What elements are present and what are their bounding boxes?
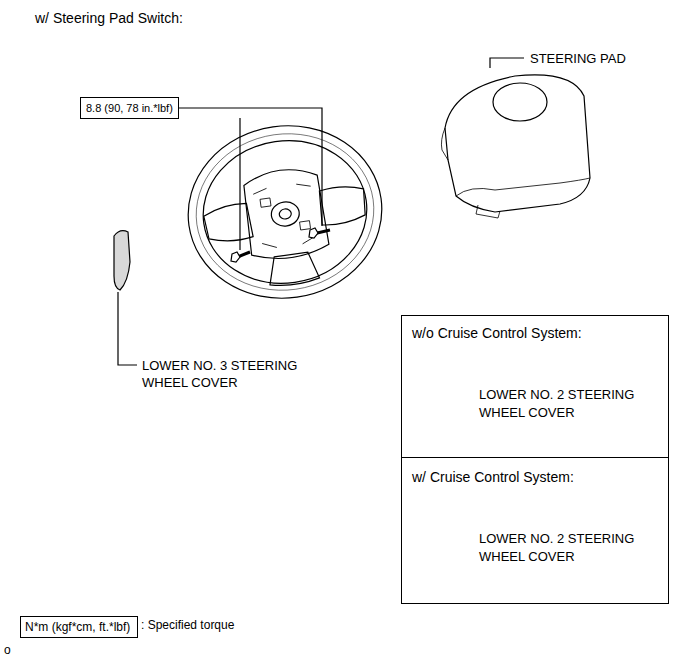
leader-line <box>118 292 137 365</box>
leader-line <box>490 58 524 68</box>
lower-no3-cover <box>114 231 137 365</box>
wheel-rim-outer <box>177 113 393 310</box>
legend-text: : Specified torque <box>141 617 234 634</box>
cover-piece <box>114 231 130 290</box>
variant-panel: w/o Cruise Control System: LOWER NO. 2 ST… <box>401 315 669 458</box>
connector <box>260 198 271 207</box>
diagram-title: w/ Steering Pad Switch: <box>35 10 183 27</box>
unit-note: N*m (kgf*cm, ft.*lbf) <box>25 618 133 636</box>
leader-line <box>179 108 322 226</box>
hub-detail <box>253 182 319 249</box>
hub <box>241 165 330 263</box>
torque-value: 8.8 (90, 78 in.*lbf) <box>86 99 173 117</box>
part-name: LOWER NO. 3 STEERING WHEEL COVER <box>142 357 322 391</box>
pad-edge <box>456 178 590 196</box>
part-name: STEERING PAD <box>530 50 626 67</box>
variant-heading: w/ Cruise Control System: <box>412 468 658 486</box>
wheel-rim-seam <box>186 122 384 301</box>
bolt <box>309 228 330 238</box>
pad-side <box>441 128 448 160</box>
steering-pad <box>441 58 590 218</box>
wheel-rim-inner <box>194 130 376 293</box>
pad-tab <box>476 205 500 218</box>
leader-line <box>239 118 240 250</box>
stray-mark: o <box>4 642 11 659</box>
pad-outline <box>445 75 590 212</box>
hub-boss <box>270 200 301 228</box>
left-spoke <box>203 202 254 244</box>
bolt-head <box>309 228 318 238</box>
part-name: LOWER NO. 2 STEERING WHEEL COVER <box>479 386 659 422</box>
connector <box>300 221 311 230</box>
hub-nut <box>279 208 292 220</box>
bolt <box>231 252 250 262</box>
part-name: LOWER NO. 2 STEERING WHEEL COVER <box>479 530 659 566</box>
torque-box: 8.8 (90, 78 in.*lbf) <box>80 97 179 119</box>
lower-spoke <box>266 251 320 288</box>
bolt-head <box>231 252 240 262</box>
variant-heading: w/o Cruise Control System: <box>412 324 658 342</box>
legend-box: N*m (kgf*cm, ft.*lbf) <box>20 616 138 638</box>
variant-panel: w/ Cruise Control System: LOWER NO. 2 STE… <box>401 457 669 604</box>
pad-emblem <box>493 83 547 121</box>
steering-wheel <box>177 113 393 310</box>
